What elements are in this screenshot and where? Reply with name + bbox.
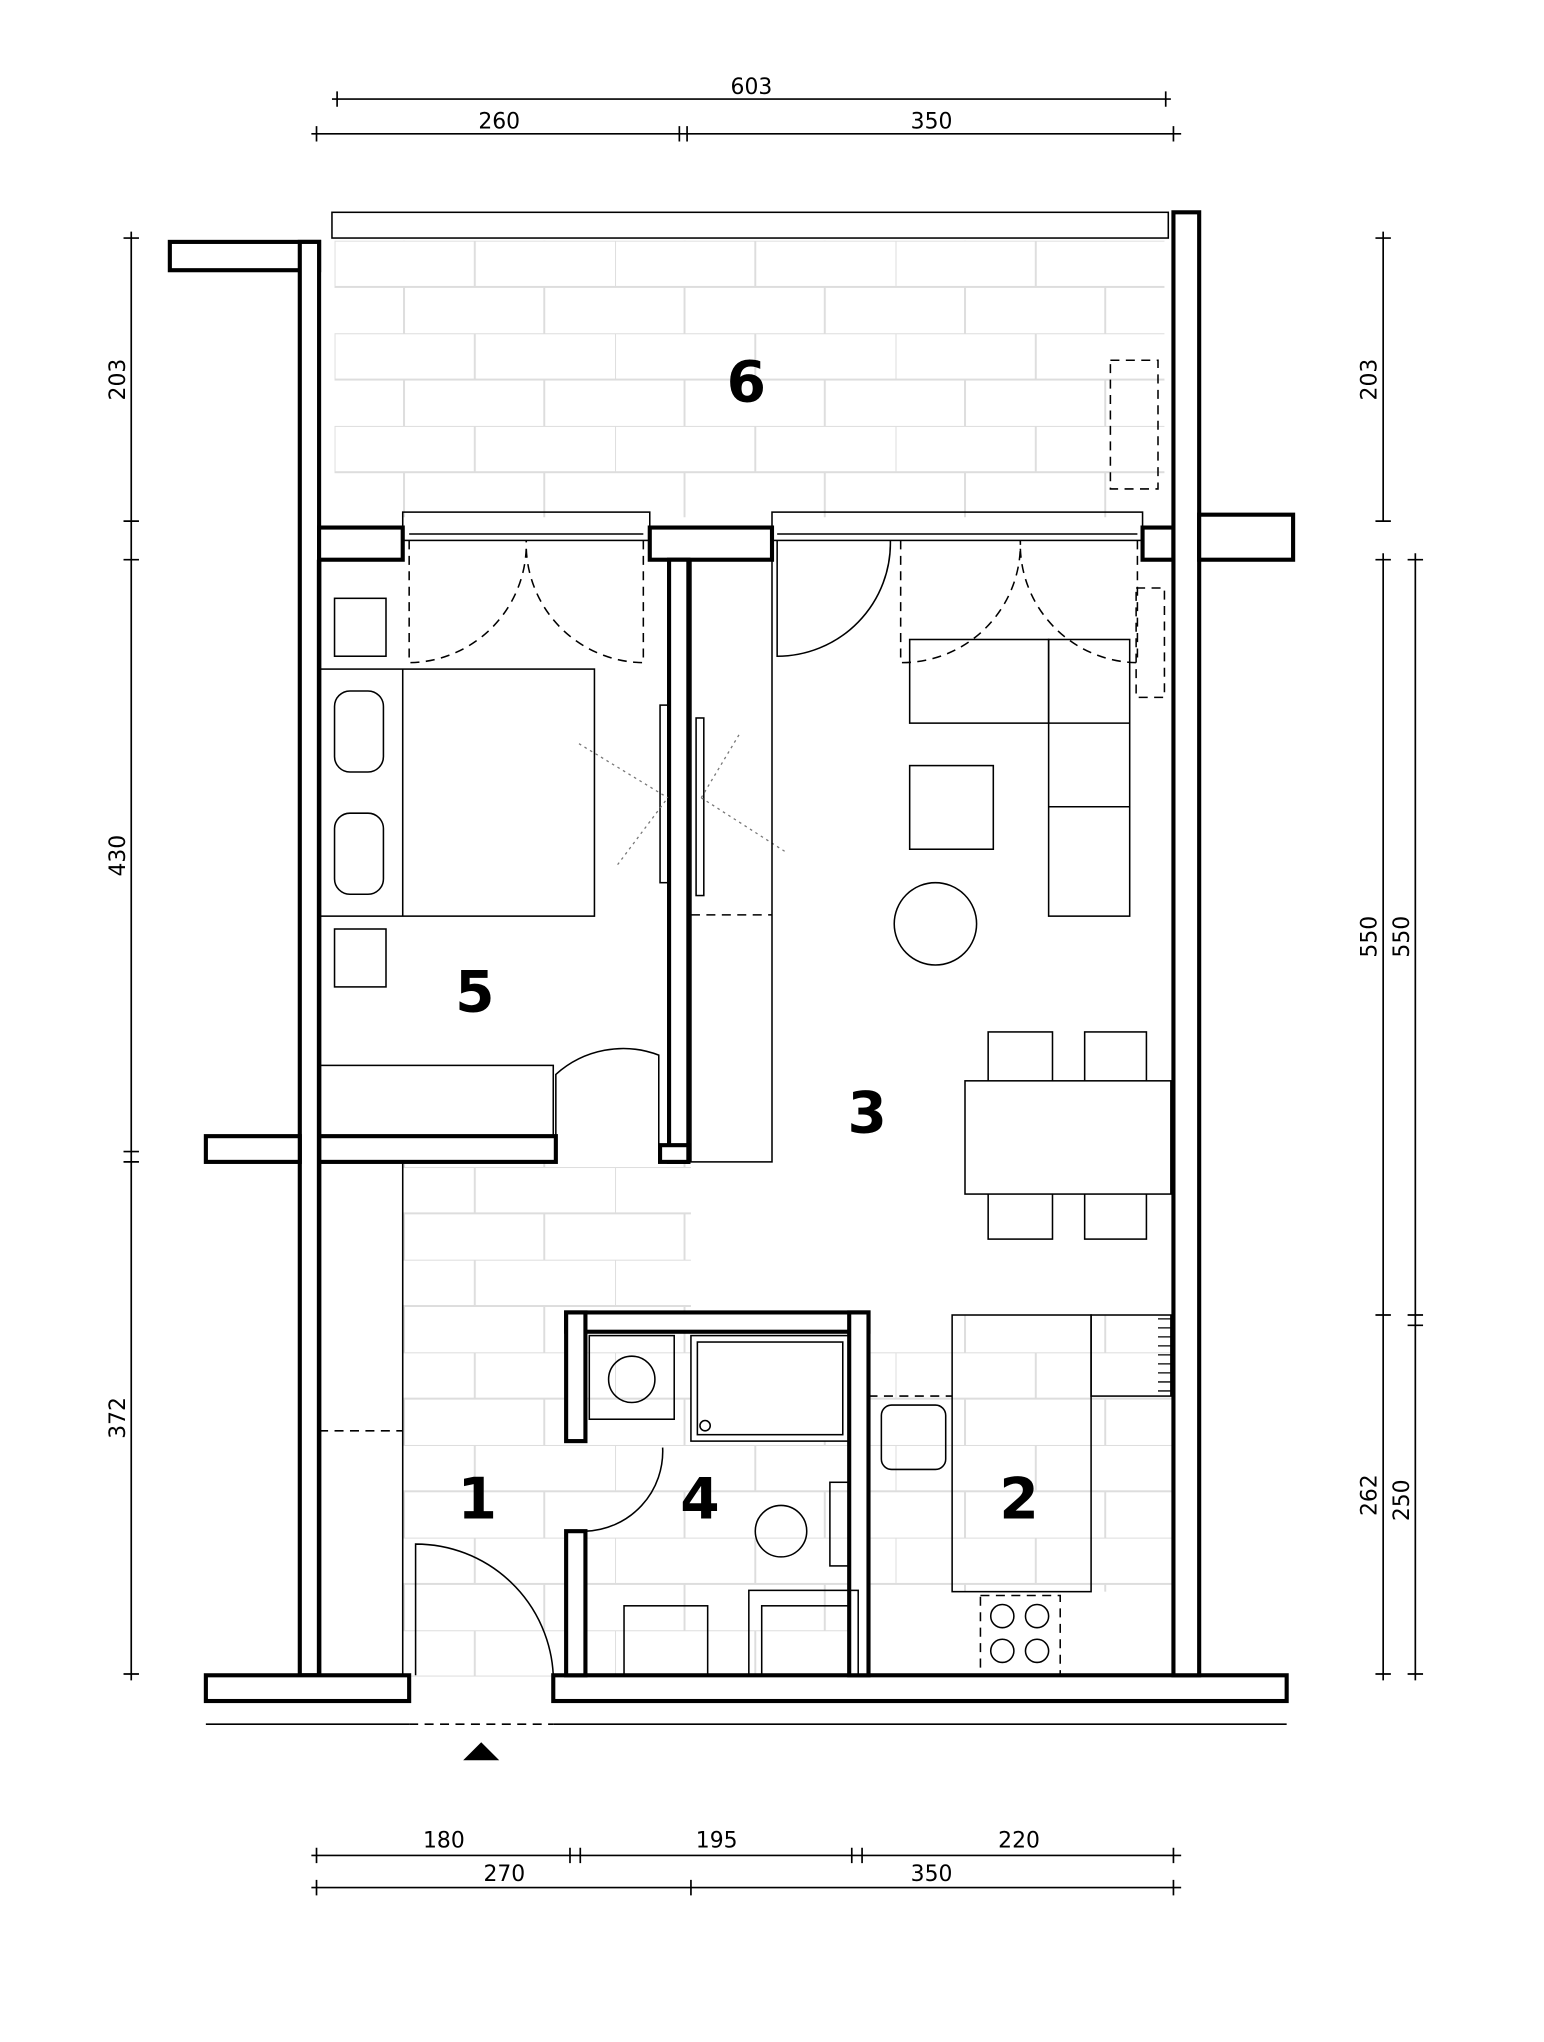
entrance-door[interactable] — [414, 1543, 555, 1676]
room-label-5: 5 — [455, 959, 494, 1025]
bathroom-fixtures — [585, 1334, 859, 1677]
svg-text:550: 550 — [1390, 916, 1415, 958]
entrance-arrow-icon — [463, 1742, 500, 1761]
balcony-door-bedroom[interactable] — [401, 511, 651, 664]
svg-text:260: 260 — [478, 110, 520, 135]
svg-text:550: 550 — [1358, 916, 1383, 958]
svg-text:203: 203 — [1358, 359, 1383, 401]
svg-text:180: 180 — [423, 1829, 465, 1854]
walls — [167, 210, 1296, 1704]
balcony-floor — [334, 240, 1165, 518]
svg-text:250: 250 — [1390, 1479, 1415, 1521]
hall-fixtures — [319, 1161, 404, 1676]
svg-text:270: 270 — [484, 1862, 526, 1887]
svg-text:430: 430 — [106, 835, 131, 877]
room-label-6: 6 — [727, 349, 766, 415]
svg-text:350: 350 — [911, 110, 953, 135]
dimension-left: 203 430 372 — [106, 231, 139, 1681]
svg-text:603: 603 — [731, 75, 773, 100]
svg-text:262: 262 — [1358, 1474, 1383, 1516]
balcony-door-living[interactable] — [771, 511, 1144, 664]
svg-text:350: 350 — [911, 1862, 953, 1887]
bedroom-furniture — [318, 597, 788, 1146]
room-label-2: 2 — [999, 1466, 1038, 1532]
room-label-3: 3 — [848, 1080, 887, 1146]
living-furniture — [690, 359, 1172, 1240]
dimension-top: 603 260 350 — [311, 75, 1182, 142]
dimension-right: 203 550 262 550 250 — [1358, 231, 1424, 1681]
svg-text:203: 203 — [106, 359, 131, 401]
dimension-bottom: 180 195 220 270 350 — [311, 1829, 1182, 1896]
room-label-1: 1 — [458, 1466, 497, 1532]
room-label-4: 4 — [680, 1466, 719, 1532]
balcony-parapet — [331, 211, 1170, 239]
svg-text:372: 372 — [106, 1397, 131, 1439]
svg-text:195: 195 — [696, 1829, 738, 1854]
svg-text:220: 220 — [998, 1829, 1040, 1854]
kitchen-floor — [868, 1315, 1174, 1592]
bathroom-floor — [585, 1441, 850, 1676]
kitchen-furniture — [868, 1314, 1172, 1677]
